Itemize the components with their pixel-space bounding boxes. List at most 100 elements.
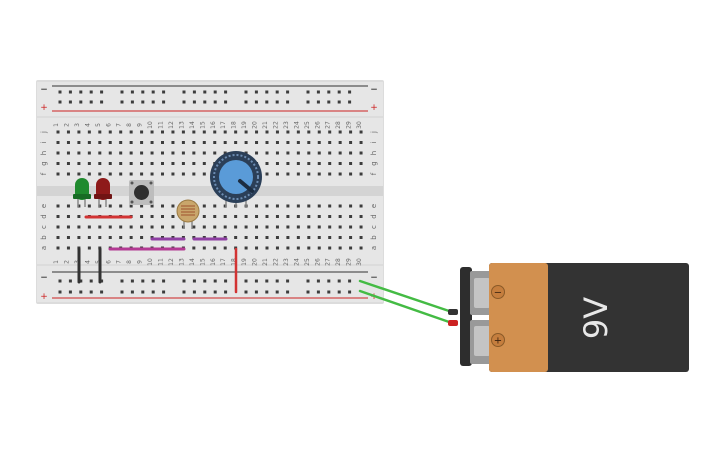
rail-hole[interactable] (141, 100, 145, 104)
breadboard-hole[interactable] (98, 172, 102, 176)
rail-hole[interactable] (120, 290, 124, 294)
breadboard-hole[interactable] (359, 162, 363, 165)
rail-hole[interactable] (337, 290, 341, 294)
breadboard-hole[interactable] (317, 151, 321, 155)
breadboard-hole[interactable] (359, 215, 363, 218)
breadboard-hole[interactable] (119, 141, 123, 144)
breadboard-hole[interactable] (328, 141, 332, 144)
rail-hole[interactable] (120, 100, 124, 104)
breadboard-hole[interactable] (349, 246, 353, 250)
breadboard-hole[interactable] (161, 162, 164, 165)
breadboard-hole[interactable] (234, 236, 238, 239)
breadboard-hole[interactable] (296, 246, 300, 250)
breadboard-hole[interactable] (140, 236, 144, 239)
breadboard-hole[interactable] (265, 172, 269, 176)
breadboard-hole[interactable] (286, 215, 290, 218)
breadboard-hole[interactable] (171, 215, 175, 218)
breadboard-hole[interactable] (56, 172, 60, 176)
breadboard-hole[interactable] (181, 141, 185, 144)
breadboard-hole[interactable] (202, 141, 206, 144)
breadboard-hole[interactable] (202, 130, 206, 134)
breadboard-hole[interactable] (359, 204, 363, 208)
battery-positive-lead[interactable] (358, 289, 454, 325)
breadboard-hole[interactable] (181, 162, 185, 165)
breadboard-hole[interactable] (338, 130, 342, 134)
breadboard-hole[interactable] (317, 236, 321, 239)
breadboard-hole[interactable] (307, 204, 311, 208)
breadboard-hole[interactable] (98, 204, 102, 208)
breadboard-hole[interactable] (223, 246, 227, 250)
rail-hole[interactable] (203, 279, 207, 283)
breadboard-hole[interactable] (77, 215, 81, 218)
breadboard-hole[interactable] (181, 172, 185, 176)
breadboard-hole[interactable] (275, 151, 279, 155)
breadboard-hole[interactable] (265, 204, 269, 208)
rail-hole[interactable] (275, 100, 279, 104)
rail-hole[interactable] (89, 290, 93, 294)
breadboard-hole[interactable] (223, 225, 227, 229)
breadboard-hole[interactable] (223, 204, 227, 208)
breadboard-hole[interactable] (87, 236, 91, 239)
rail-hole[interactable] (316, 100, 320, 104)
rail-hole[interactable] (58, 279, 62, 283)
breadboard-hole[interactable] (317, 225, 321, 229)
breadboard-hole[interactable] (98, 141, 102, 144)
rail-hole[interactable] (327, 290, 331, 294)
rail-hole[interactable] (306, 100, 310, 104)
breadboard-hole[interactable] (192, 130, 196, 134)
breadboard-hole[interactable] (66, 151, 70, 155)
rail-hole[interactable] (306, 279, 310, 283)
rail-hole[interactable] (79, 279, 83, 283)
breadboard-hole[interactable] (192, 141, 196, 144)
breadboard-hole[interactable] (307, 130, 311, 134)
breadboard-hole[interactable] (317, 215, 321, 218)
breadboard-hole[interactable] (192, 172, 196, 176)
rail-hole[interactable] (265, 279, 269, 283)
breadboard-hole[interactable] (66, 172, 70, 176)
rail-hole[interactable] (213, 290, 217, 294)
breadboard-hole[interactable] (98, 225, 102, 229)
breadboard-hole[interactable] (349, 141, 353, 144)
rail-hole[interactable] (244, 290, 248, 294)
rail-hole[interactable] (265, 100, 269, 104)
rail-hole[interactable] (337, 279, 341, 283)
breadboard-hole[interactable] (77, 130, 81, 134)
breadboard-hole[interactable] (129, 141, 133, 144)
breadboard-hole[interactable] (87, 141, 91, 144)
rail-hole[interactable] (100, 100, 104, 104)
breadboard-hole[interactable] (129, 130, 133, 134)
breadboard-hole[interactable] (328, 172, 332, 176)
rail-hole[interactable] (89, 279, 93, 283)
breadboard-hole[interactable] (119, 162, 123, 165)
rail-hole[interactable] (182, 279, 186, 283)
breadboard-hole[interactable] (244, 236, 248, 239)
breadboard-hole[interactable] (255, 246, 259, 250)
breadboard-hole[interactable] (87, 162, 91, 165)
breadboard-hole[interactable] (213, 151, 217, 155)
breadboard-hole[interactable] (129, 236, 133, 239)
rail-hole[interactable] (192, 100, 196, 104)
breadboard-hole[interactable] (129, 204, 133, 208)
rail-hole[interactable] (130, 100, 134, 104)
breadboard-hole[interactable] (307, 162, 311, 165)
rail-hole[interactable] (79, 290, 83, 294)
breadboard-hole[interactable] (87, 151, 91, 155)
rail-hole[interactable] (275, 290, 279, 294)
breadboard-hole[interactable] (359, 151, 363, 155)
rail-hole[interactable] (244, 90, 248, 94)
rail-hole[interactable] (192, 90, 196, 94)
breadboard-hole[interactable] (171, 130, 175, 134)
nine-volt-battery[interactable]: − + 9V (460, 263, 689, 372)
rail-hole[interactable] (182, 100, 186, 104)
breadboard-hole[interactable] (161, 130, 164, 134)
breadboard-hole[interactable] (66, 236, 70, 239)
breadboard-hole[interactable] (349, 151, 353, 155)
breadboard-hole[interactable] (234, 225, 238, 229)
breadboard-hole[interactable] (349, 204, 353, 208)
rail-hole[interactable] (182, 290, 186, 294)
breadboard-hole[interactable] (317, 246, 321, 250)
breadboard-hole[interactable] (349, 236, 353, 239)
breadboard-hole[interactable] (171, 204, 175, 208)
breadboard-hole[interactable] (140, 225, 144, 229)
rail-hole[interactable] (141, 290, 145, 294)
